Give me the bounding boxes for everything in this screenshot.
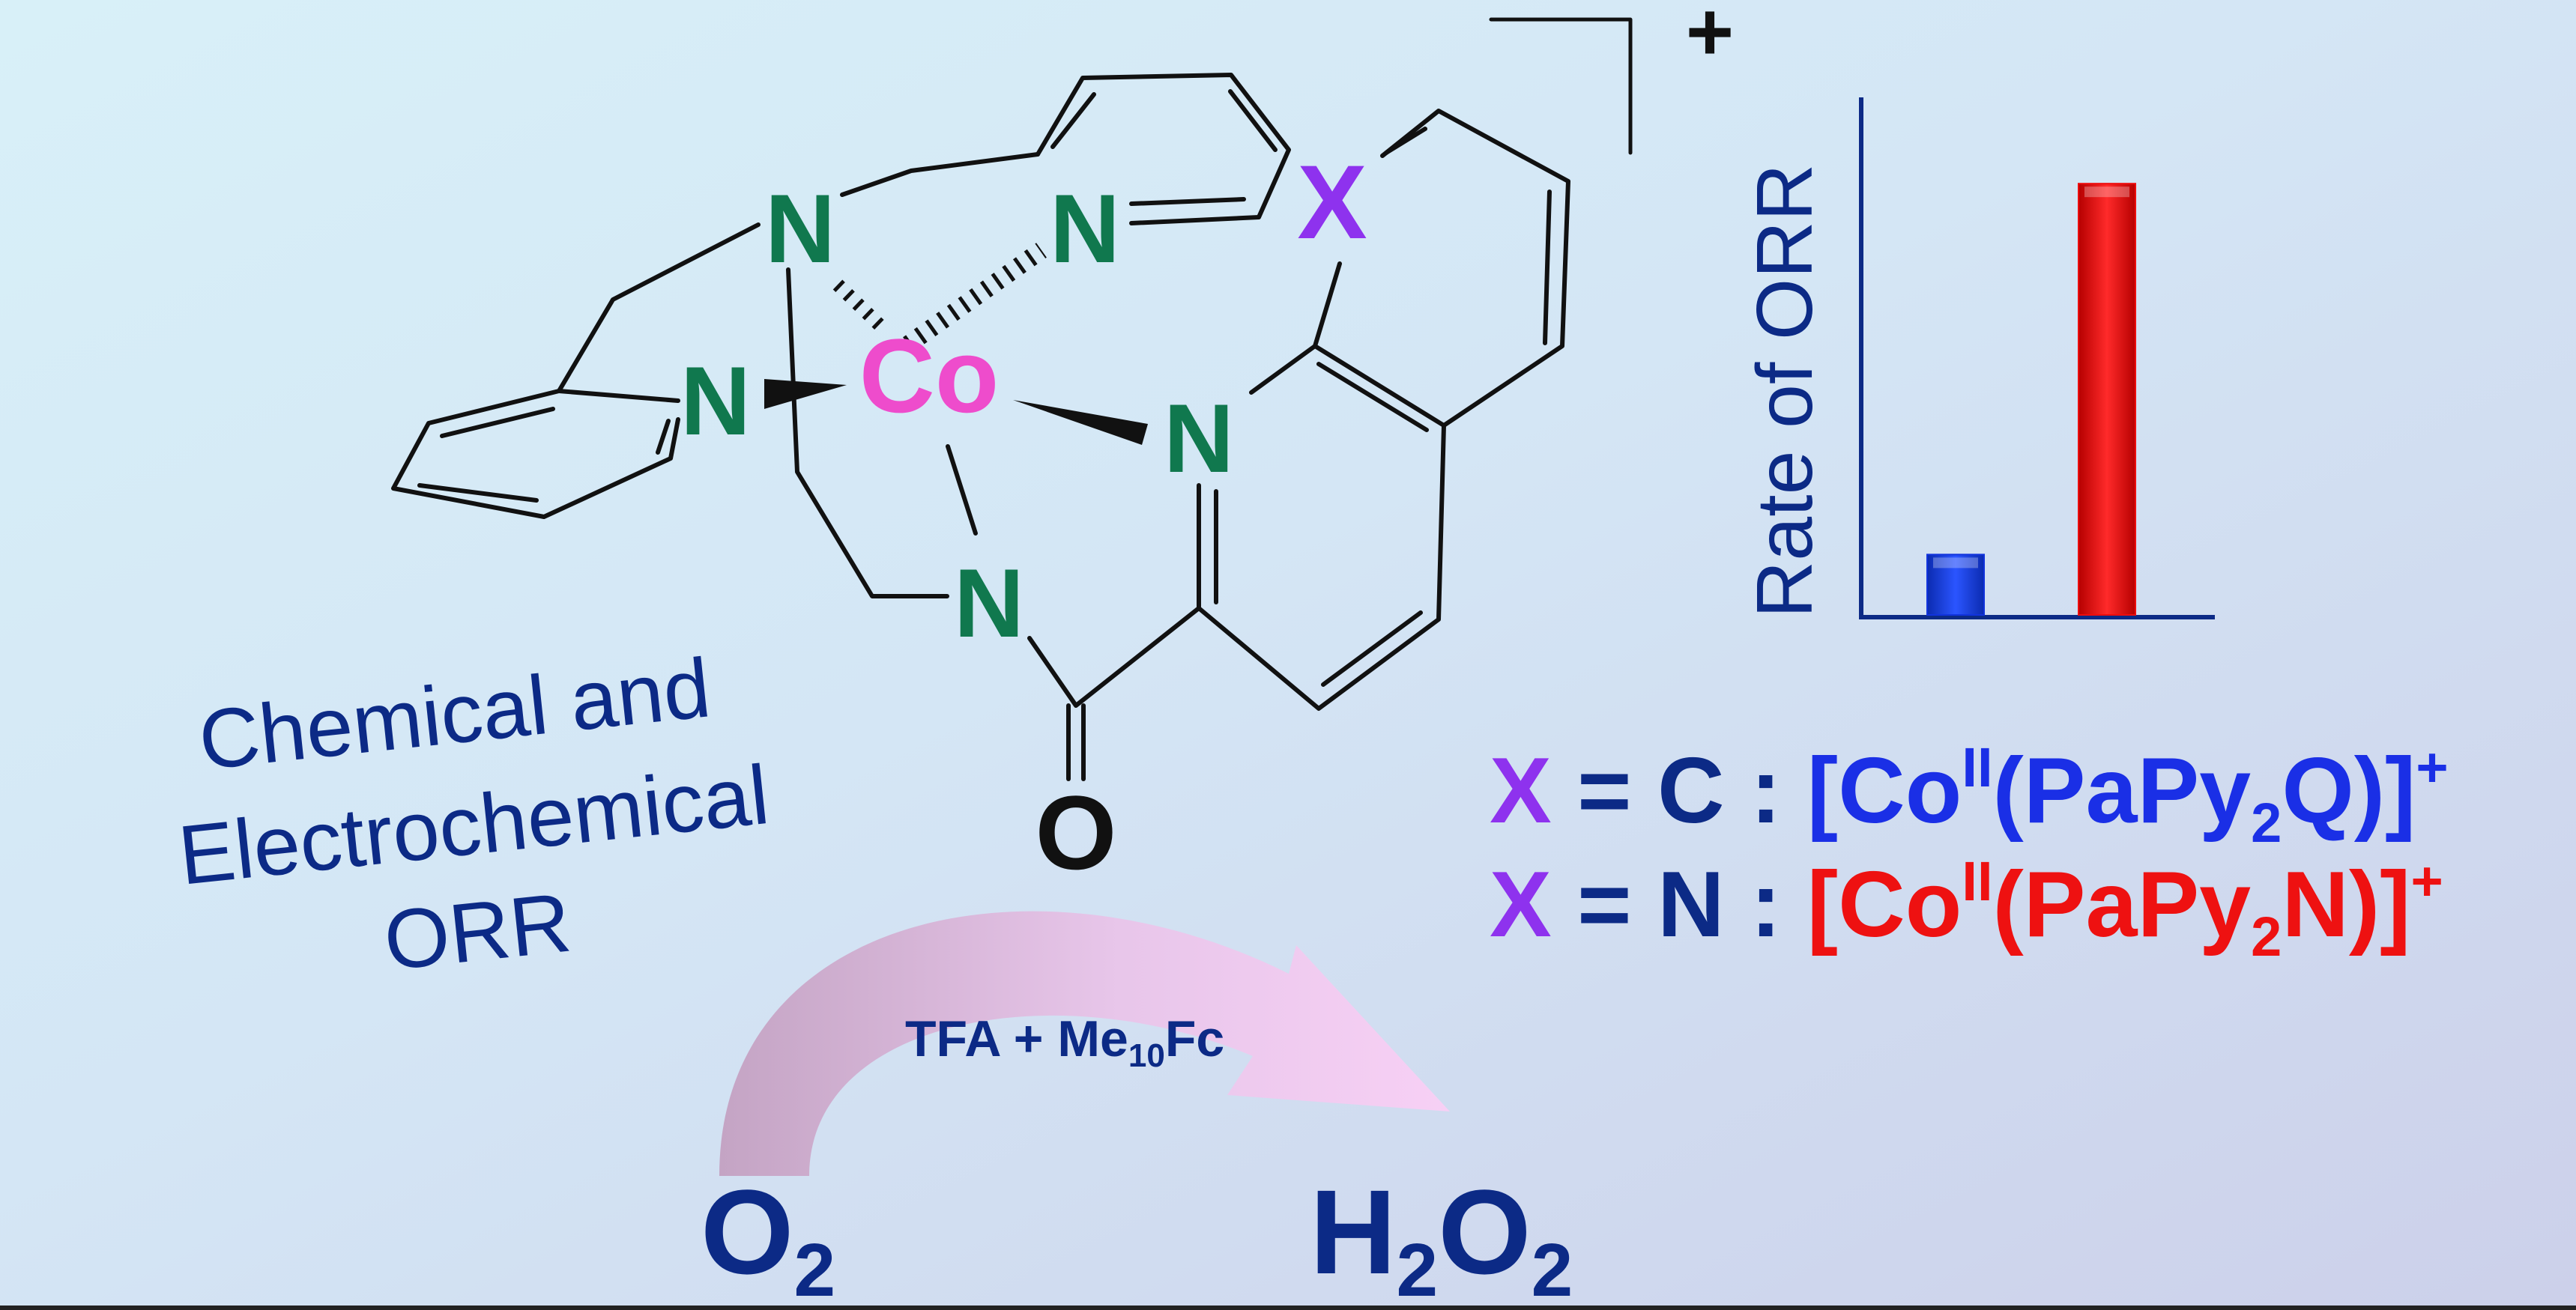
quinoline-ring-c <box>1380 109 1570 428</box>
amine-arm-left <box>557 222 761 393</box>
top-pyridine-ring <box>1035 73 1291 225</box>
hash-bond-pyridine <box>903 243 1047 352</box>
top-pyridine-double-1 <box>1050 92 1096 149</box>
quinoline-double-4 <box>1543 189 1552 345</box>
cobalt-label: Co <box>859 317 1000 434</box>
legend-row-naphthyridine: X = N : [CoII(PaPy2N)]+ <box>1490 850 2443 968</box>
amine-n-label: N <box>765 174 835 283</box>
carbonyl-o-label: O <box>1035 774 1117 891</box>
wedge-bond-left <box>764 379 847 409</box>
compound-legend: X = C : [CoII(PaPy2Q)]+ X = N : [CoII(Pa… <box>1490 736 2449 968</box>
amide-n-label: N <box>954 548 1024 658</box>
bar-2 <box>2078 183 2136 616</box>
curved-arrow <box>719 911 1450 1176</box>
left-pyridine-double-3 <box>656 419 671 455</box>
y-axis-label: Rate of ORR <box>1741 164 1829 619</box>
reaction-scheme: O2 TFA + Me10Fc H2O2 <box>701 911 1573 1310</box>
bar-highlight-2 <box>2084 187 2129 198</box>
product-label: H2O2 <box>1310 1165 1573 1310</box>
bar-1 <box>1926 554 1985 616</box>
legend-row-quinoline: X = C : [CoII(PaPy2Q)]+ <box>1490 736 2449 854</box>
left-pyridine-double-1 <box>440 407 555 438</box>
x-atom-label: X <box>1297 143 1367 261</box>
reactant-label: O2 <box>701 1165 835 1310</box>
orr-rate-chart: Rate of ORR <box>1741 97 2215 619</box>
top-pyridine-double-3 <box>1129 197 1246 206</box>
quinoline-double-2 <box>1321 610 1423 687</box>
quinoline-double-5 <box>1384 127 1427 155</box>
bar-highlight-1 <box>1933 557 1978 568</box>
top-pyridine-double-2 <box>1228 89 1278 152</box>
wedge-bond-right <box>1013 400 1148 445</box>
atom-labels: N N N Co N N O X + <box>680 0 1734 891</box>
left-pyridine-ring <box>391 389 680 519</box>
quinoline-ring-b <box>1313 261 1342 348</box>
pyridine-n-top-label: N <box>1050 174 1120 283</box>
co-amide-bond <box>946 444 978 536</box>
side-label-line3: ORR <box>380 875 575 987</box>
amine-arm-down <box>786 267 949 598</box>
pyridine-n-left-label: N <box>680 346 751 455</box>
quinoline-n-label: N <box>1164 383 1234 493</box>
reagent-label: TFA + Me10Fc <box>905 1010 1224 1074</box>
cobalt-complex-structure <box>391 17 1633 781</box>
charge-bracket <box>1489 17 1633 155</box>
left-pyridine-double-2 <box>417 483 539 503</box>
left-pyridine-link <box>557 389 680 403</box>
amide-linkage <box>1027 606 1201 708</box>
amine-arm-top <box>840 152 1040 197</box>
charge-plus: + <box>1686 0 1734 78</box>
quinoline-double-3 <box>1316 362 1429 432</box>
bars-group <box>1926 183 2136 616</box>
